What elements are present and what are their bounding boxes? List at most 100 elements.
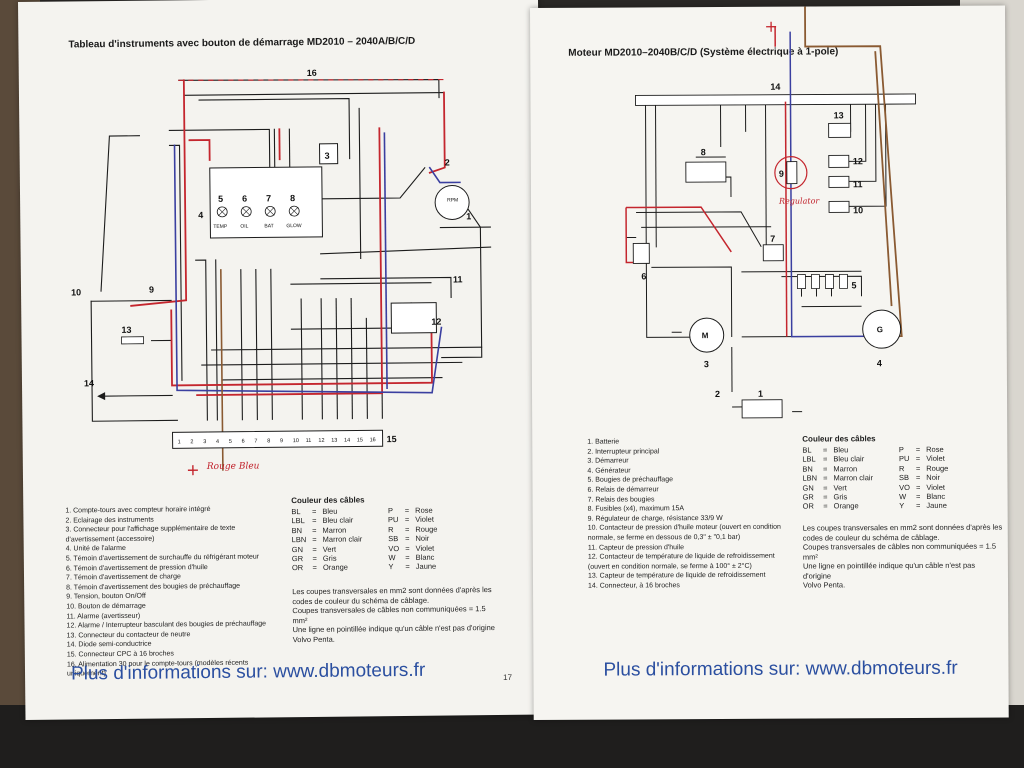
color-table-cell: Y [388,562,394,572]
color-table-cell: VO [388,543,400,553]
color-table-cell: GN [802,483,814,493]
engine-label-8: 8 [701,147,706,157]
color-table-cell: Bleu clair [833,454,865,464]
color-table-cell: Rose [926,444,944,454]
color-table-cell: Bleu [322,506,338,516]
handwritten-note-right: Regulator [778,196,820,206]
connector-pin-label: 8 [267,438,270,444]
color-table-cell: = [312,553,317,563]
label-glow: GLOW [286,223,302,229]
engine-label-6: 6 [641,271,646,281]
color-table-cell: = [311,516,317,526]
connector-pin-label: 2 [190,439,193,445]
connector-pin-label: 5 [229,439,232,445]
label-5: 5 [218,194,223,204]
color-table-cell: BL [802,445,812,455]
color-table-cell: BL [291,507,301,517]
color-table-cell: = [405,562,410,572]
color-table-cell: Rose [415,505,433,515]
engine-label-3: 3 [704,359,709,369]
color-table-cell: GR [802,492,814,502]
label-15: 15 [387,434,397,444]
color-table-cell: P [387,506,393,516]
note-line: Coupes transversales de câbles non commu… [802,541,997,552]
connector-pin-label: 3 [203,439,206,445]
left-sheet: Tableau d'instruments avec bouton de dém… [18,0,546,720]
color-table-cell: Gris [833,492,848,502]
color-table-cell: = [405,534,410,544]
color-table-cell: Noir [415,533,430,544]
color-table-cell: LBL [291,516,305,526]
connector-pin-label: 13 [331,438,337,444]
connector-pin-label: 15 [357,437,363,443]
connector-pin-label: 14 [344,438,350,444]
label-1: 1 [466,211,471,221]
engine-label-1: 1 [758,389,763,399]
color-table-cell: PU [387,515,399,525]
connector-pin-label: 16 [370,437,376,443]
connector-pin-label: 11 [306,438,312,444]
color-table-cell: Bleu [833,445,849,455]
right-notes: Les coupes transversales en mm2 sont don… [803,523,1003,591]
engine-label-13: 13 [834,110,844,120]
color-table-cell: Marron [322,525,347,535]
color-table-cell: Orange [322,563,349,573]
color-table-cell: Violet [415,515,434,525]
color-table-heading: Couleur des câbles [291,495,365,506]
connector-pin-label: 1 [178,439,181,445]
color-table-cell: GR [291,554,304,564]
color-table-cell: BN [291,525,303,535]
engine-label-7: 7 [770,234,775,244]
right-footer-url[interactable]: Plus d'informations sur: www.dbmoteurs.f… [603,657,958,681]
color-table-cell: = [404,515,410,525]
handwritten-note-left: Rouge Bleu [206,461,260,473]
left-page-number: 17 [503,672,513,682]
label-12: 12 [431,317,441,327]
color-table-cell: W [388,553,396,563]
color-table-cell: SB [899,473,910,483]
left-footer-url[interactable]: Plus d'informations sur: www.dbmoteurs.f… [70,659,426,685]
color-table-cell: BN [802,464,813,474]
engine-label-11: 11 [853,179,863,189]
note-line: Une ligne en pointillée indique qu'un câ… [802,560,976,581]
color-table-cell: = [823,501,828,511]
color-table-cell: LBN [802,473,818,483]
label-16: 16 [307,68,317,78]
color-table-cell: = [915,491,921,502]
color-table-cell: = [915,482,921,492]
color-table-cell: = [915,444,921,454]
color-table-cell: Violet [415,543,435,553]
engine-wiring-diagram: 14 13 12 11 10 9 8 7 6 5 4 3 2 1 M G [625,6,916,419]
color-table-cell: GN [291,544,304,554]
color-table-cell: Y [899,501,905,511]
color-table-cell: Noir [926,473,941,483]
connector-pin-label: 4 [216,439,219,445]
engine-label-4: 4 [877,358,882,368]
color-table-cell: Vert [322,544,337,554]
label-7: 7 [266,193,271,203]
label-14: 14 [84,378,94,388]
color-table-cell: Gris [322,553,337,563]
color-table-cell: LBL [802,454,816,464]
color-table-cell: Marron clair [833,473,874,483]
color-table-cell: = [916,501,921,511]
color-table-cell: = [311,506,317,516]
legend-item: 14. Connecteur, à 16 broches [588,582,680,590]
connector-pin-label: 9 [280,438,283,444]
legend-item: 10. Contacteur de pression d'huile moteu… [587,524,781,533]
color-table-cell: = [312,535,317,545]
instrument-panel-wiring-diagram: 16 3 2 1 4 5 6 7 8 10 9 11 12 13 14 15 T… [71,68,492,476]
note-line: Volvo Penta. [803,580,846,590]
engine-label-9: 9 [779,169,784,179]
color-table-cell: = [404,524,410,534]
color-table-cell: Orange [833,501,859,511]
color-table-cell: = [822,464,828,474]
connector-pin-label: 12 [318,438,324,444]
label-11: 11 [453,274,463,284]
color-table-cell: Marron clair [322,534,363,545]
engine-label-2: 2 [715,389,720,399]
color-table-cell: Violet [926,454,945,464]
connector-pin-label: 6 [242,439,245,445]
label-13: 13 [121,325,131,335]
